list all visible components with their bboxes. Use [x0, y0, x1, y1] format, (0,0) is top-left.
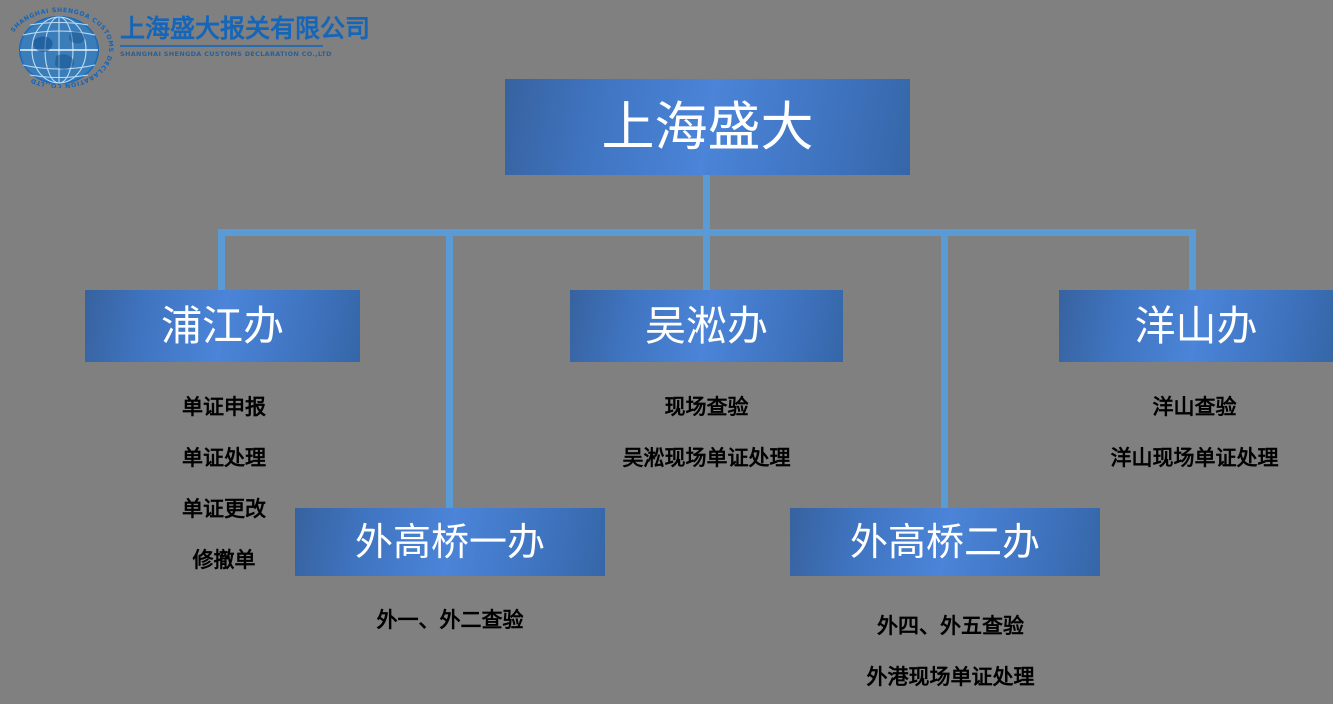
org-node-waigaoqiao-1-label: 外高桥一办 [354, 520, 545, 564]
org-node-waigaoqiao-2[interactable]: 外高桥二办 [790, 508, 1100, 576]
note-line: 洋山现场单证处理 [1110, 445, 1279, 470]
org-node-yangshan[interactable]: 洋山办 [1059, 290, 1333, 362]
note-line: 单证申报 [182, 394, 266, 419]
logo-divider [120, 45, 323, 48]
org-node-pujiang[interactable]: 浦江办 [85, 290, 360, 362]
connector-drop-waigaoqiao-2 [941, 229, 948, 510]
notes-wusong: 现场查验 吴淞现场单证处理 [565, 396, 848, 468]
org-node-yangshan-label: 洋山办 [1134, 301, 1258, 350]
note-line: 单证处理 [182, 445, 266, 470]
notes-pujiang: 单证申报 单证处理 单证更改 修撤单 [130, 396, 318, 570]
connector-drop-yangshan [1189, 229, 1196, 292]
org-node-root[interactable]: 上海盛大 [505, 79, 910, 175]
notes-waigaoqiao-1: 外一、外二查验 [330, 609, 570, 630]
globe-logo-icon: SHANGHAI SHENGDA CUSTOMS DECLARATION CO.… [10, 7, 114, 88]
company-name-cn: 上海盛大报关有限公司 [120, 14, 371, 43]
org-node-waigaoqiao-1[interactable]: 外高桥一办 [295, 508, 605, 576]
note-line: 修撤单 [192, 547, 256, 572]
note-line: 外一、外二查验 [376, 607, 524, 632]
org-node-pujiang-label: 浦江办 [161, 301, 284, 350]
connector-drop-wusong [703, 229, 710, 292]
connector-drop-pujiang [218, 229, 225, 292]
notes-waigaoqiao-2: 外四、外五查验 外港现场单证处理 [808, 615, 1093, 687]
connector-drop-waigaoqiao-1 [446, 229, 453, 510]
note-line: 外四、外五查验 [877, 613, 1024, 638]
note-line: 单证更改 [182, 496, 266, 521]
note-line: 现场查验 [664, 394, 749, 419]
company-logo: SHANGHAI SHENGDA CUSTOMS DECLARATION CO.… [0, 2, 371, 90]
connector-root-stem [703, 175, 710, 233]
company-name-en: SHANGHAI SHENGDA CUSTOMS DECLARATION CO.… [120, 50, 332, 59]
logo-text-block: 上海盛大报关有限公司 SHANGHAI SHENGDA CUSTOMS DECL… [120, 14, 371, 59]
note-line: 外港现场单证处理 [866, 664, 1035, 689]
note-line: 洋山查验 [1152, 394, 1237, 419]
notes-yangshan: 洋山查验 洋山现场单证处理 [1053, 396, 1333, 468]
org-node-waigaoqiao-2-label: 外高桥二办 [849, 520, 1040, 564]
org-node-root-label: 上海盛大 [601, 96, 814, 158]
note-line: 吴淞现场单证处理 [622, 445, 791, 470]
org-node-wusong-label: 吴淞办 [645, 301, 768, 350]
org-node-wusong[interactable]: 吴淞办 [570, 290, 843, 362]
